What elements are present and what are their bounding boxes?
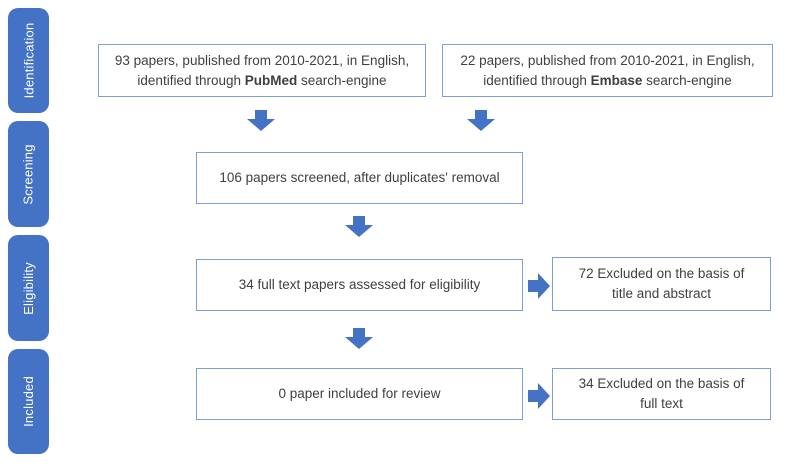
excluded-title-box: 72 Excluded on the basis of title and ab… (552, 257, 771, 311)
stage-identification-label: Identification (21, 22, 37, 99)
pubmed-line2: identified through PubMed search-engine (137, 72, 387, 88)
screened-text: 106 papers screened, after duplicates' r… (219, 170, 500, 185)
embase-box: 22 papers, published from 2010-2021, in … (442, 44, 773, 97)
stage-eligibility: Eligibility (8, 235, 49, 341)
arrow-down-embase (467, 110, 495, 131)
pubmed-box: 93 papers, published from 2010-2021, in … (98, 44, 426, 97)
screened-box: 106 papers screened, after duplicates' r… (196, 152, 523, 204)
arrow-down-screened (345, 216, 373, 237)
pubmed-source-name: PubMed (244, 72, 298, 88)
included-text: 0 paper included for review (278, 386, 441, 401)
stage-included: Included (8, 349, 49, 454)
arrow-right-eligibility (528, 273, 550, 299)
fulltext-box: 34 full text papers assessed for eligibi… (196, 259, 523, 311)
stage-eligibility-label: Eligibility (21, 261, 36, 315)
stage-included-label: Included (21, 376, 36, 427)
embase-line1: 22 papers, published from 2010-2021, in … (460, 52, 755, 68)
arrow-right-included (528, 383, 550, 409)
excluded-fulltext-box: 34 Excluded on the basis of full text (552, 368, 771, 420)
arrow-down-fulltext (345, 328, 373, 349)
included-box: 0 paper included for review (196, 368, 523, 420)
embase-source-name: Embase (590, 72, 643, 88)
excluded-title-text: 72 Excluded on the basis of title and ab… (578, 266, 745, 301)
stage-screening-label: Screening (21, 143, 36, 205)
embase-line2: identified through Embase search-engine (483, 72, 732, 88)
pubmed-line1: 93 papers, published from 2010-2021, in … (114, 52, 410, 68)
stage-screening: Screening (8, 121, 49, 227)
arrow-down-pubmed (247, 110, 275, 131)
fulltext-text: 34 full text papers assessed for eligibi… (238, 277, 481, 292)
excluded-fulltext-text: 34 Excluded on the basis of full text (578, 376, 745, 411)
stage-identification: Identification (8, 8, 49, 113)
